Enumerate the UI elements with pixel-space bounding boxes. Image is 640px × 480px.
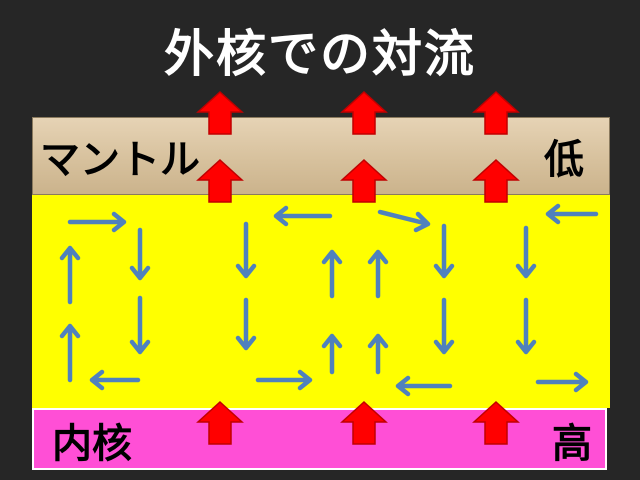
heat-arrow-icon bbox=[473, 91, 519, 135]
flow-arrow-down-icon bbox=[235, 221, 257, 279]
flow-arrow-left-icon bbox=[545, 203, 599, 225]
diagram-title: 外核での対流 bbox=[164, 25, 476, 83]
heat-arrow-icon bbox=[341, 159, 387, 203]
mantle-layer bbox=[32, 117, 610, 195]
heat-arrow-icon bbox=[341, 401, 387, 445]
outer-core-layer bbox=[32, 195, 610, 408]
flow-arrow-up-icon bbox=[59, 323, 81, 383]
flow-arrow-right-icon bbox=[535, 371, 589, 393]
heat-arrow-icon bbox=[473, 159, 519, 203]
flow-arrow-right-icon bbox=[255, 369, 313, 391]
heat-arrow-icon bbox=[197, 401, 243, 445]
flow-arrow-up-icon bbox=[367, 249, 389, 299]
flow-arrow-down-icon bbox=[433, 223, 455, 279]
flow-arrow-left-icon bbox=[395, 375, 453, 397]
flow-arrow-right-icon bbox=[377, 209, 431, 233]
flow-arrow-right-icon bbox=[67, 211, 127, 233]
heat-arrow-icon bbox=[197, 159, 243, 203]
low-temperature-label: 低 bbox=[544, 137, 584, 183]
inner-core-label: 内核 bbox=[52, 421, 132, 467]
flow-arrow-left-icon bbox=[273, 205, 333, 227]
flow-arrow-down-icon bbox=[515, 225, 537, 279]
flow-arrow-up-icon bbox=[367, 333, 389, 375]
flow-arrow-down-icon bbox=[433, 297, 455, 355]
flow-arrow-up-icon bbox=[321, 249, 343, 299]
flow-arrow-down-icon bbox=[129, 295, 151, 355]
heat-arrow-icon bbox=[197, 91, 243, 135]
mantle-label: マントル bbox=[40, 137, 200, 183]
flow-arrow-down-icon bbox=[235, 297, 257, 351]
high-temperature-label: 高 bbox=[552, 421, 592, 467]
flow-arrow-down-icon bbox=[515, 297, 537, 355]
heat-arrow-icon bbox=[341, 91, 387, 135]
heat-arrow-icon bbox=[473, 401, 519, 445]
flow-arrow-down-icon bbox=[129, 227, 151, 281]
flow-arrow-up-icon bbox=[59, 245, 81, 305]
flow-arrow-up-icon bbox=[321, 333, 343, 375]
flow-arrow-left-icon bbox=[89, 369, 141, 391]
